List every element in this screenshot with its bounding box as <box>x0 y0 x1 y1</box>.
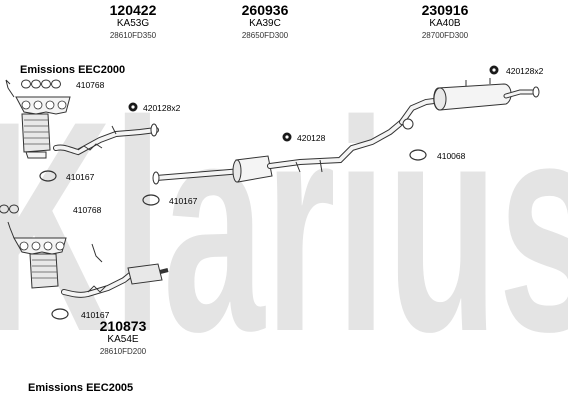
part-label[interactable]: 410167 <box>66 172 95 182</box>
part-code: KA40B <box>429 18 461 29</box>
watermark-text: Klarius <box>0 58 568 394</box>
part-code: KA53G <box>116 18 150 29</box>
oem-number: 28700FD300 <box>421 31 469 40</box>
part-code: KA39C <box>249 18 281 29</box>
part-label[interactable]: 420128x2 <box>506 66 544 76</box>
front-pipe-upper[interactable] <box>53 123 159 156</box>
manifold-lower[interactable] <box>7 221 67 289</box>
product-group-210873[interactable]: 210873 KA54E 28610FD200 <box>90 318 156 356</box>
part-label[interactable]: 410167 <box>81 310 110 320</box>
product-group-120422[interactable]: 120422 KA53G 28610FD350 <box>100 2 166 40</box>
part-number: 230916 <box>421 2 469 18</box>
oem-number: 28650FD300 <box>241 31 289 40</box>
part-number: 120422 <box>109 2 157 18</box>
emissions-eec2005-label: Emissions EEC2005 <box>28 382 134 394</box>
gasket-ring-icon <box>142 194 160 206</box>
oem-number: 28610FD350 <box>109 31 157 40</box>
product-group-230916[interactable]: 230916 KA40B 28700FD300 <box>410 2 480 40</box>
part-label[interactable]: 410768 <box>73 205 102 215</box>
gasket-ring-icon <box>39 170 57 182</box>
clamp-icon <box>21 79 61 89</box>
watermark-logo: Klarius <box>0 58 568 394</box>
part-code: KA54E <box>107 334 139 345</box>
rubber-mount-icon <box>282 132 292 142</box>
rubber-mount-icon <box>128 102 138 112</box>
exhaust-system <box>5 78 540 298</box>
product-group-260936[interactable]: 260936 KA39C 28650FD300 <box>232 2 298 40</box>
centre-silencer-pipe[interactable] <box>152 119 405 185</box>
part-label[interactable]: 410768 <box>76 80 105 90</box>
part-number: 260936 <box>241 2 289 18</box>
clamp-icon <box>0 204 19 214</box>
rear-silencer[interactable] <box>399 78 540 130</box>
gasket-ring-icon <box>51 308 69 320</box>
front-pipe-lower[interactable] <box>61 243 169 298</box>
part-number: 210873 <box>99 318 147 334</box>
part-label[interactable]: 420128x2 <box>143 103 181 113</box>
part-label[interactable]: 410068 <box>437 151 466 161</box>
emissions-eec2000-label: Emissions EEC2000 <box>20 64 126 76</box>
part-label[interactable]: 410167 <box>169 196 198 206</box>
part-icons <box>0 65 499 320</box>
gasket-ring-icon <box>409 149 427 161</box>
manifold-upper[interactable] <box>5 79 71 159</box>
part-label[interactable]: 420128 <box>297 133 326 143</box>
oem-number: 28610FD200 <box>99 347 147 356</box>
rubber-mount-icon <box>489 65 499 75</box>
